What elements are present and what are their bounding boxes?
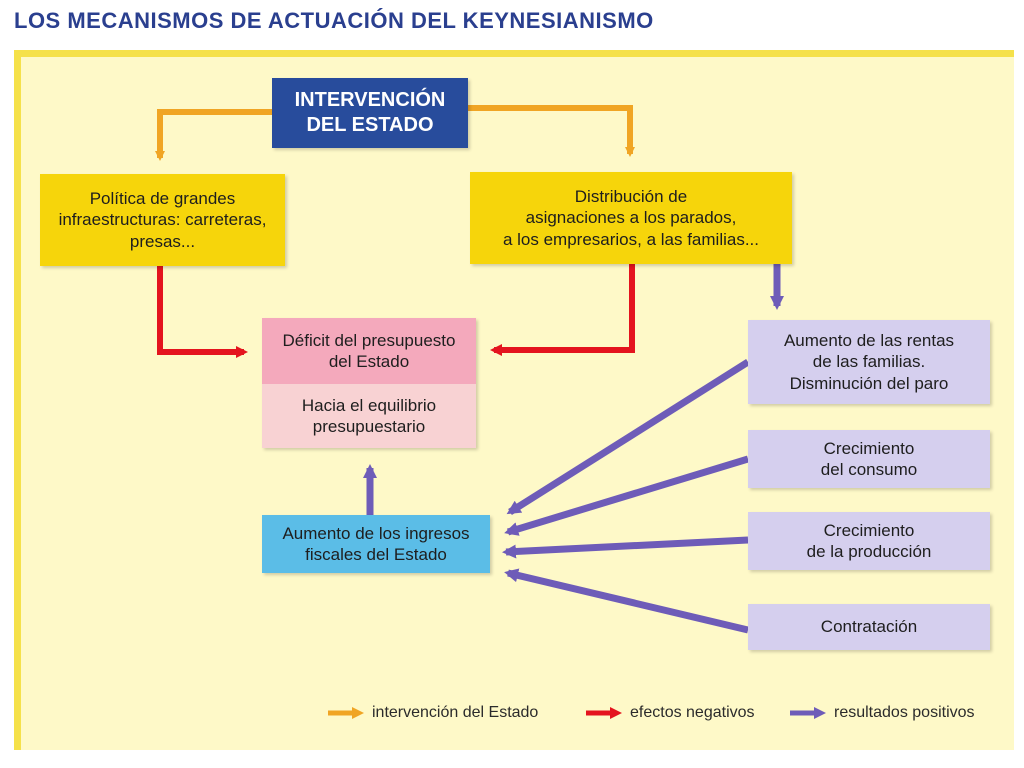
arrow-left-to-deficit bbox=[157, 266, 248, 358]
legend-intervencion: intervención del Estado bbox=[328, 700, 538, 726]
arrow-contratacion-to-income bbox=[504, 568, 749, 634]
legend-negativos-label: efectos negativos bbox=[630, 704, 755, 721]
diagram-title: LOS MECANISMOS DE ACTUACIÓN DEL KEYNESIA… bbox=[14, 8, 654, 33]
red-arrow-icon bbox=[586, 707, 622, 719]
legend-negativos: efectos negativos bbox=[586, 700, 755, 726]
orange-arrow-icon bbox=[328, 707, 364, 719]
purple-arrow-icon bbox=[790, 707, 826, 719]
node-aumento-rentas: Aumento de las rentas de las familias. D… bbox=[748, 320, 990, 404]
legend-positivos-label: resultados positivos bbox=[834, 704, 975, 721]
arrow-top-to-left bbox=[155, 109, 272, 161]
arrow-top-to-right bbox=[468, 105, 635, 157]
node-crecimiento-produccion: Crecimiento de la producción bbox=[748, 512, 990, 570]
node-equilibrio-presupuestario: Hacia el equilibrio presupuestario bbox=[262, 384, 476, 448]
arrow-consumo-to-income bbox=[504, 455, 750, 536]
arrow-produccion-to-income bbox=[502, 536, 749, 559]
node-deficit-group: Déficit del presupuesto del Estado Hacia… bbox=[262, 318, 476, 448]
arrow-right-to-deficit bbox=[490, 264, 635, 356]
node-aumento-ingresos: Aumento de los ingresos fiscales del Est… bbox=[262, 515, 490, 573]
node-distribucion-asignaciones: Distribución de asignaciones a los parad… bbox=[470, 172, 792, 264]
node-politica-infraestructuras: Política de grandes infraestructuras: ca… bbox=[40, 174, 285, 266]
node-crecimiento-consumo: Crecimiento del consumo bbox=[748, 430, 990, 488]
node-intervencion-estado: INTERVENCIÓN DEL ESTADO bbox=[272, 78, 468, 148]
legend-intervencion-label: intervención del Estado bbox=[372, 704, 539, 721]
legend-positivos: resultados positivos bbox=[790, 700, 975, 726]
node-contratacion: Contratación bbox=[748, 604, 990, 650]
arrow-rentas-to-income bbox=[506, 359, 750, 515]
node-deficit-presupuesto: Déficit del presupuesto del Estado bbox=[262, 318, 476, 384]
